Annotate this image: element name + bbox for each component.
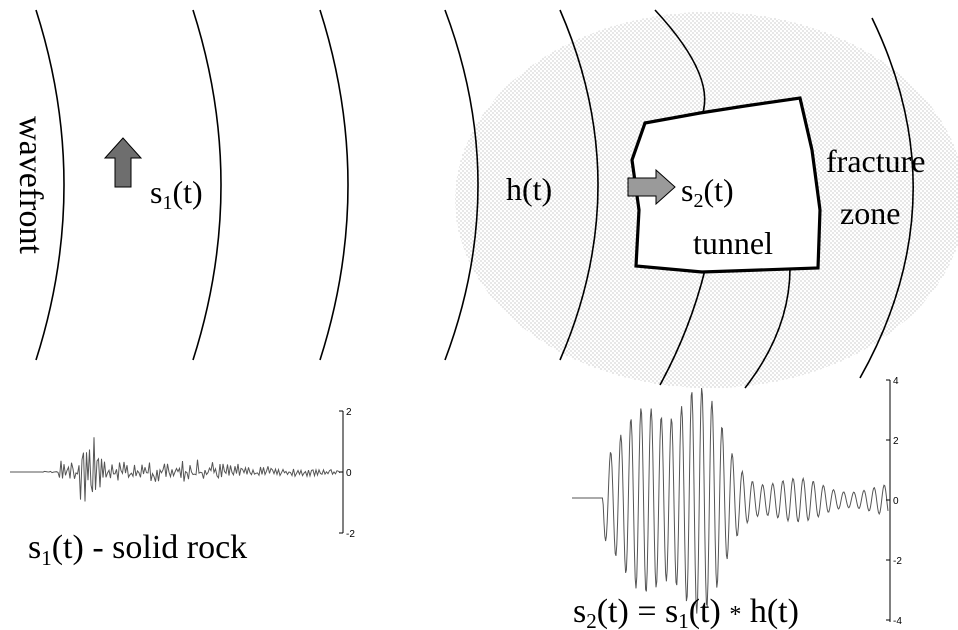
zone-label: zone (840, 195, 900, 231)
wavefront-arc (654, 9, 706, 121)
tick-label: 0 (893, 496, 899, 507)
tunnel-outline (630, 96, 822, 274)
wavefront-arc (559, 9, 599, 361)
tick-label: 0 (346, 468, 352, 479)
h-label: h(t) (506, 171, 552, 207)
fracture-label: fracture (826, 143, 925, 179)
tick-label: 4 (893, 376, 899, 387)
wavefront-arcs (35, 9, 914, 389)
s2-trace-plot: 4 2 0 -2 -4 (572, 376, 902, 627)
right-arrow-icon (627, 168, 676, 206)
s1-trace-plot: 2 0 -2 (10, 407, 355, 540)
s1-label: s1(t) (150, 174, 203, 214)
tick-label: 2 (893, 436, 899, 447)
wavefront-arc (35, 9, 65, 361)
convolution-caption: s2(t) = s1(t) * h(t) (573, 593, 799, 630)
tick-label: -2 (893, 556, 902, 567)
s2-trace (572, 387, 889, 614)
wavefront-arc (859, 17, 914, 379)
s2-label: s2(t) (681, 172, 734, 212)
tunnel-label: tunnel (693, 225, 773, 261)
wavefront-arc (444, 9, 479, 361)
wavefront-arc (744, 267, 791, 389)
wavefront-label: wavefront (12, 116, 49, 254)
tick-label: 2 (346, 407, 352, 418)
wavefront-arc (319, 9, 349, 361)
tick-label: -2 (346, 529, 355, 540)
s1-caption: s1(t) - solid rock (28, 529, 247, 570)
s1-trace (10, 437, 341, 502)
tick-label: -4 (893, 616, 902, 627)
wavefront-arc (192, 9, 222, 361)
up-arrow-icon (103, 137, 143, 188)
wavefront-arc (659, 269, 706, 386)
